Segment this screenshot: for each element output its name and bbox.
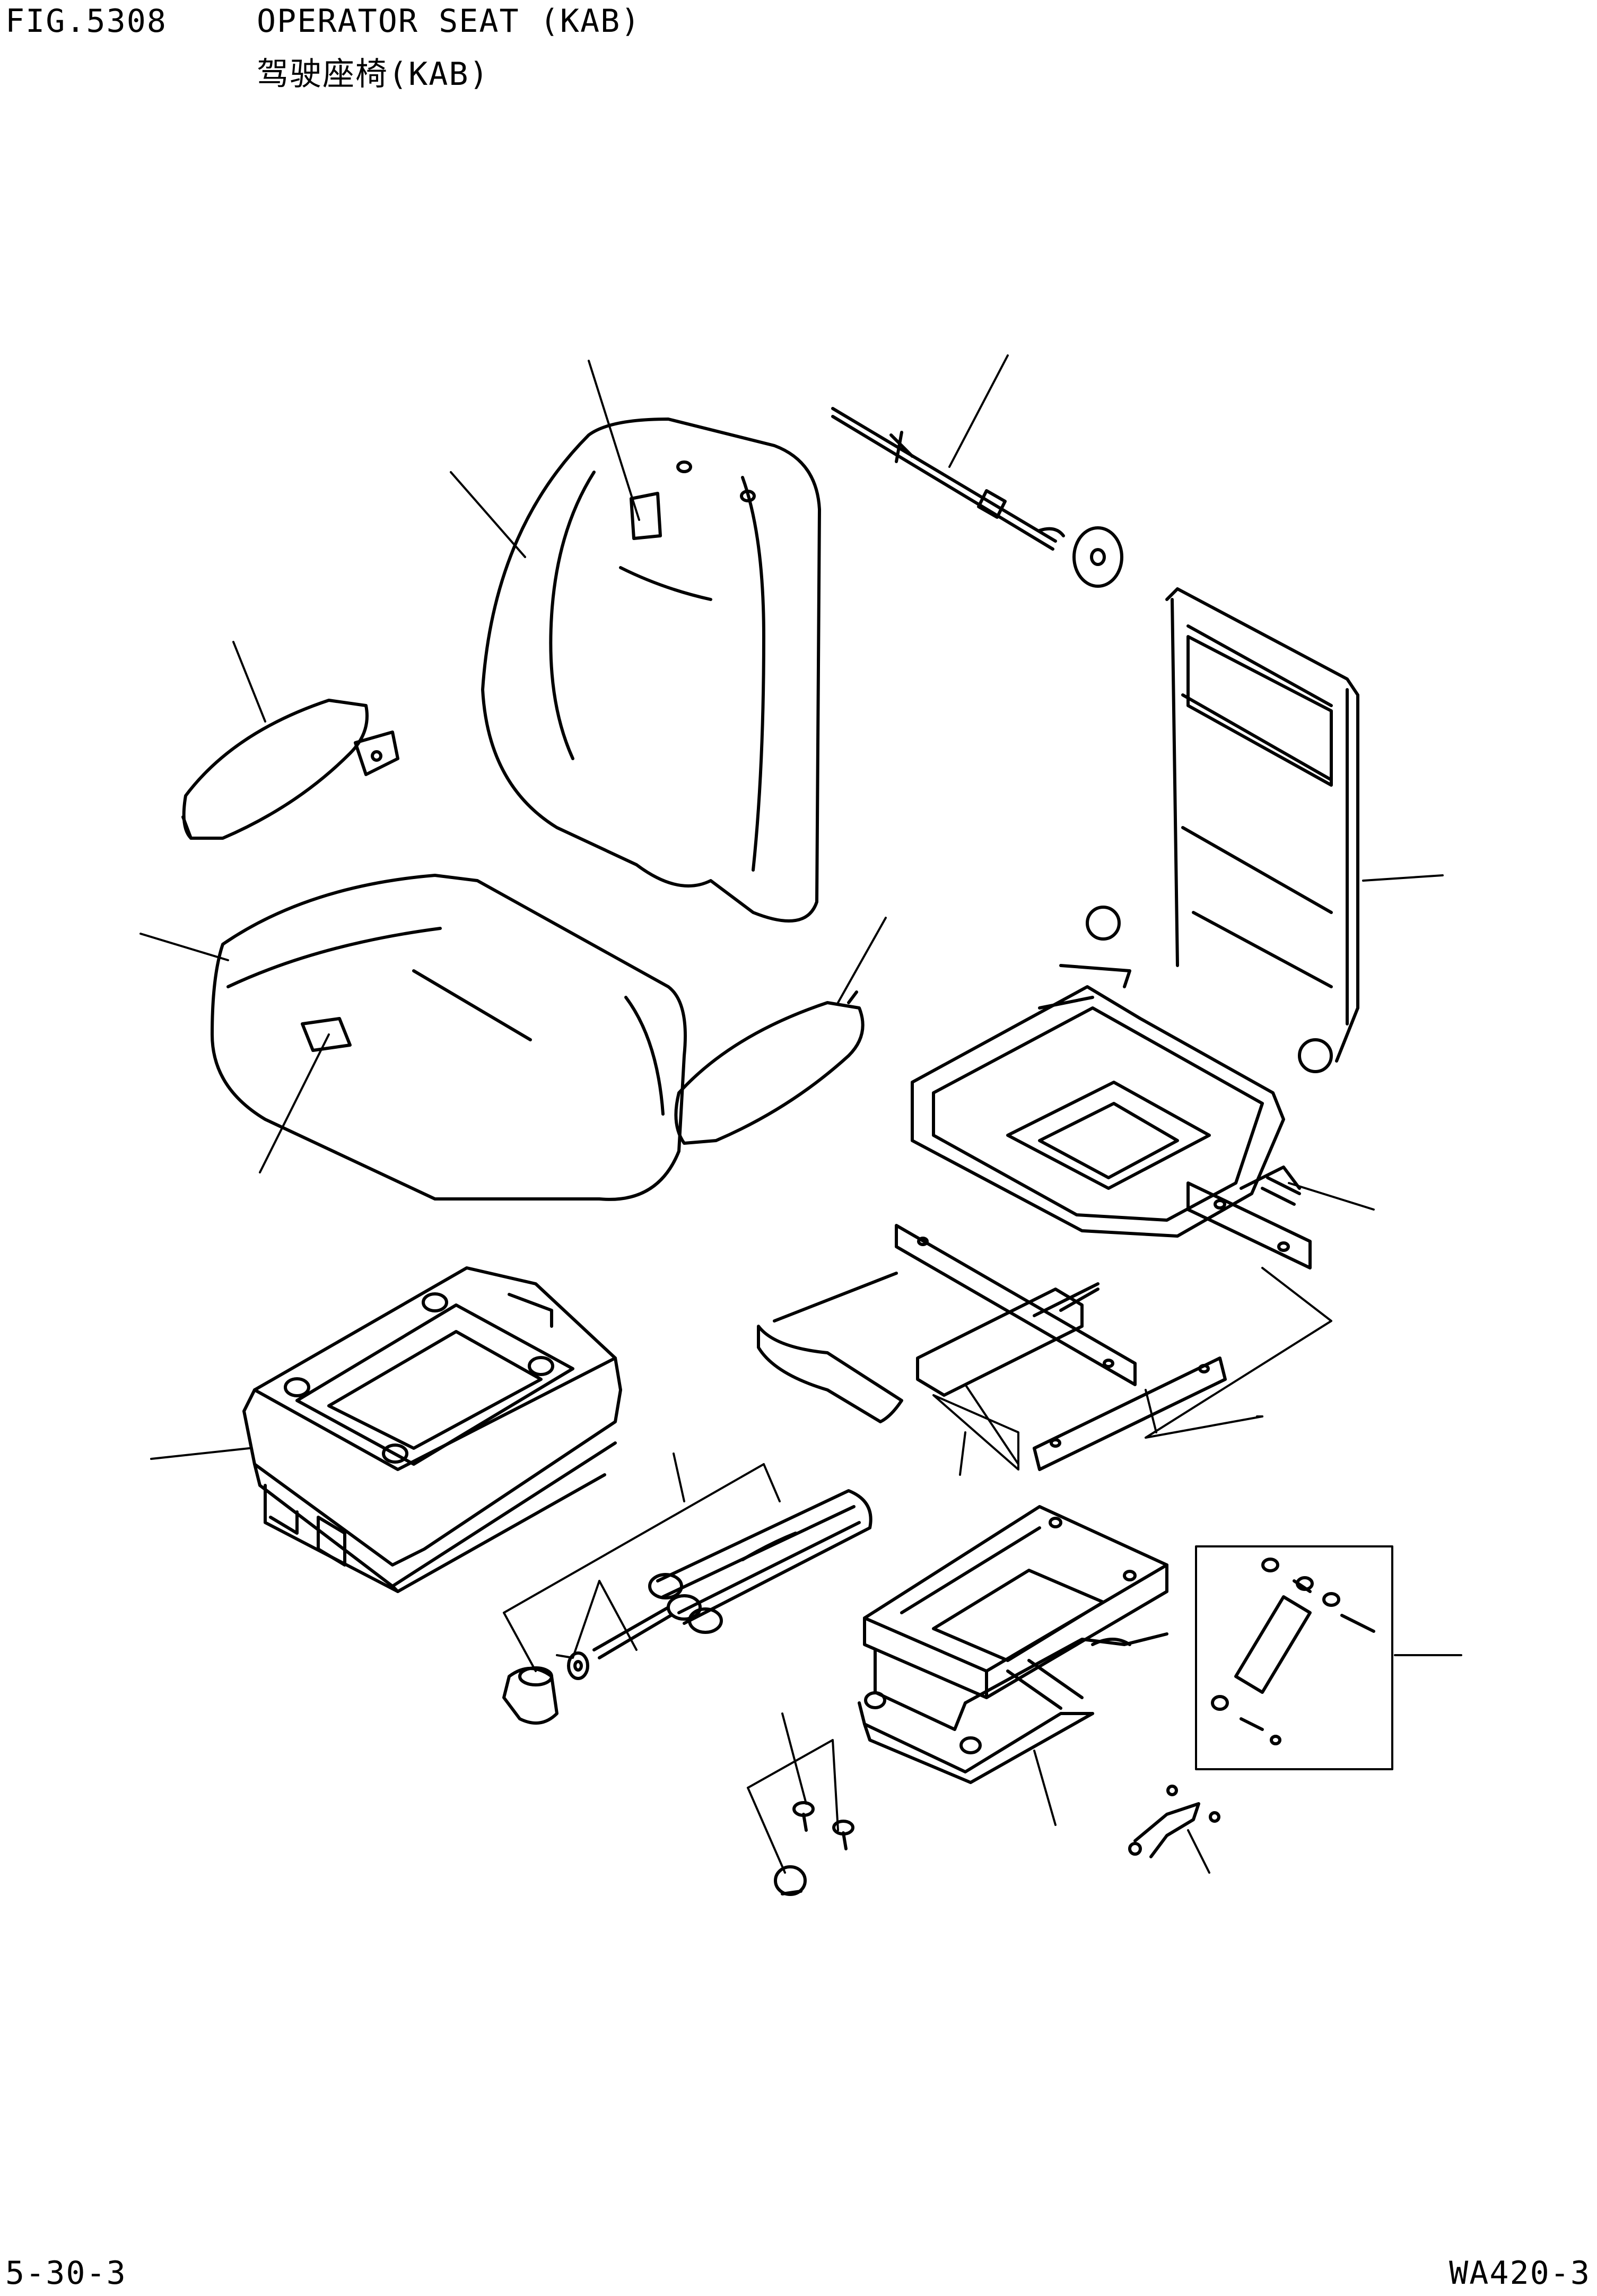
seat-adjust-cable [831,407,1123,588]
adjust-knob-assembly [502,1606,673,1725]
slide-bracket [1186,1176,1312,1269]
gas-spring-kit [1195,1545,1393,1770]
suspension-bellows [648,1489,872,1634]
model-code: WA420-3 [1449,2255,1591,2292]
suspension-mechanism [858,1505,1168,1784]
page-number: 5-30-3 [5,2255,127,2292]
suspension-cover [242,1266,622,1593]
figure-number: FIG.5308 [5,3,167,40]
seat-frame [911,587,1359,1238]
backrest-cushion [481,418,821,923]
clip-fasteners [774,1801,854,1896]
figure-title-english: OPERATOR SEAT (KAB) [257,3,641,40]
right-armrest [674,990,865,1145]
leader-lines [139,354,1462,1874]
left-armrest [181,699,399,840]
seat-cushion [211,874,687,1201]
lever-bracket [1128,1785,1220,1858]
slide-rails [757,1224,1227,1471]
figure-title-chinese: 驾驶座椅(KAB) [257,56,490,93]
